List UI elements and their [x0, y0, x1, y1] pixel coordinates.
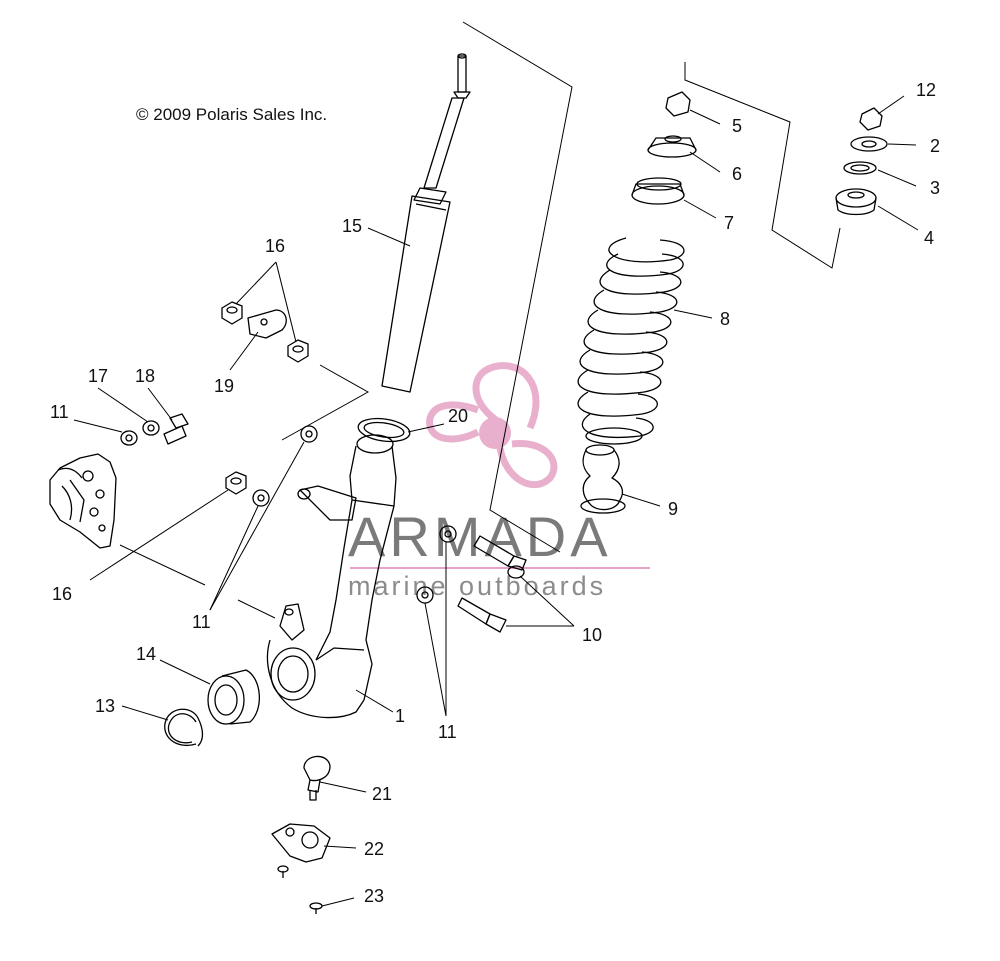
spring-top-bracket-line — [684, 62, 841, 269]
bracket-part-19 — [247, 309, 287, 339]
bracket-nut-part-16a — [221, 301, 243, 325]
callout-8: 8 — [720, 309, 730, 329]
washer-part-3 — [843, 161, 877, 175]
leader-lines — [73, 95, 919, 907]
callout-2: 2 — [930, 136, 940, 156]
callout-12: 12 — [916, 80, 936, 100]
callout-15: 15 — [342, 216, 362, 236]
assembly-bracket-lines — [119, 21, 841, 619]
lock-nut-part — [859, 107, 883, 131]
bolt-part-18 — [163, 413, 189, 445]
spring-seat-part — [631, 177, 685, 205]
wheel-bearing-part — [207, 669, 261, 725]
watermark-subtitle: marine outboards — [348, 571, 606, 601]
retainer-plate-part — [271, 823, 331, 863]
o-ring-part — [357, 417, 411, 443]
callout-14: 14 — [136, 644, 156, 664]
propeller-blade-left — [426, 401, 480, 443]
knuckle-nut-part-16 — [225, 471, 247, 495]
knuckle-lower-line — [237, 599, 276, 619]
callout-16-top: 16 — [265, 236, 285, 256]
callout-23: 23 — [364, 886, 384, 906]
callout-16-bottom: 16 — [52, 584, 72, 604]
armada-watermark: ARMADA marine outboards — [348, 362, 650, 601]
knuckle-bracket-line — [281, 364, 370, 441]
snap-ring-part — [164, 708, 204, 747]
callout-11-center: 11 — [438, 722, 457, 742]
washer-part-11c — [439, 525, 457, 543]
caliper-washer-part-11 — [120, 430, 138, 446]
propeller-blade-top — [472, 362, 540, 430]
callout-labels: 1 2 3 4 5 6 7 8 9 10 11 11 11 12 13 14 1… — [50, 80, 940, 906]
spacer-part-17 — [142, 420, 160, 436]
callout-10: 10 — [582, 625, 602, 645]
bolt-part-10b — [457, 597, 507, 633]
callout-21: 21 — [372, 784, 392, 804]
callout-19: 19 — [214, 376, 234, 396]
callout-6: 6 — [732, 164, 742, 184]
washer-part-11a — [300, 425, 318, 443]
upper-cup-part — [647, 135, 697, 158]
strut-bracket-line — [462, 21, 573, 553]
callout-3: 3 — [930, 178, 940, 198]
propeller-hub — [479, 417, 511, 449]
washer-part-11b — [252, 489, 270, 507]
callout-9: 9 — [668, 499, 678, 519]
top-nut-part — [665, 91, 691, 117]
bolt-part-10a — [473, 535, 527, 579]
bump-stop-part — [580, 444, 626, 514]
ball-joint-part — [303, 755, 331, 801]
callout-7: 7 — [724, 213, 734, 233]
screw-part-23b — [309, 902, 323, 914]
propeller-blade-right — [496, 440, 558, 489]
upper-bushing-part — [835, 188, 877, 216]
callout-18: 18 — [135, 366, 155, 386]
callout-5: 5 — [732, 116, 742, 136]
coil-spring-part — [577, 237, 685, 445]
callout-4: 4 — [924, 228, 934, 248]
callout-20: 20 — [448, 406, 468, 426]
callout-17: 17 — [88, 366, 108, 386]
callout-13: 13 — [95, 696, 115, 716]
callout-11-caliper: 11 — [50, 402, 69, 422]
copyright-text: © 2009 Polaris Sales Inc. — [136, 105, 327, 124]
bracket-nut-part-16b — [287, 339, 309, 363]
callout-22: 22 — [364, 839, 384, 859]
callout-1: 1 — [395, 706, 405, 726]
screw-part-23a — [277, 865, 289, 878]
steering-knuckle-part — [266, 434, 397, 719]
callout-11-left: 11 — [192, 612, 211, 632]
washer-part-2 — [850, 136, 888, 152]
brake-caliper-part — [49, 453, 117, 549]
strut-part — [381, 53, 471, 393]
caliper-bracket-line — [119, 544, 206, 586]
